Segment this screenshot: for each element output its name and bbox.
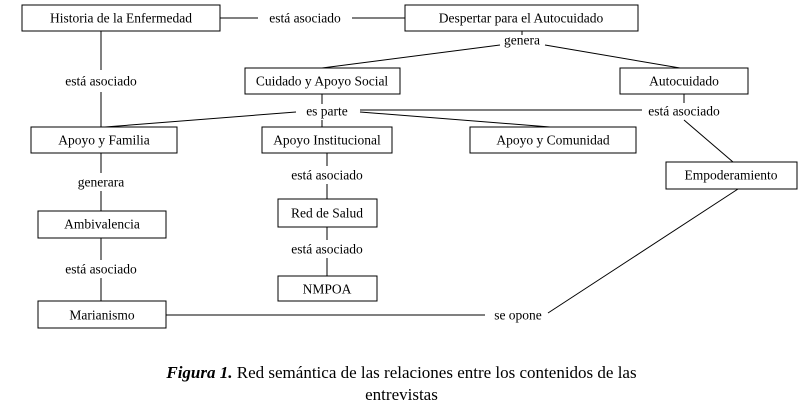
node-cuidado-social: Cuidado y Apoyo Social (256, 74, 389, 89)
node-empoderamiento: Empoderamiento (685, 168, 778, 183)
node-nmpoa: NMPOA (303, 282, 352, 297)
figure-label: Figura 1. (166, 363, 233, 382)
node-autocuidado-box (619, 67, 749, 95)
node-historia: Historia de la Enfermedad (50, 11, 192, 26)
edge-label-ambivalencia-marianismo: está asociado (65, 262, 137, 277)
figure-caption: Figura 1. Red semántica de las relacione… (0, 362, 803, 406)
node-historia-box (21, 4, 221, 32)
caption-line-2: entrevistas (365, 385, 438, 404)
caption-text: Red semántica de las relaciones entre lo… (232, 363, 637, 382)
node-marianismo-box (37, 300, 167, 329)
node-red-salud: Red de Salud (291, 206, 363, 221)
node-autocuidado: Autocuidado (649, 74, 719, 89)
node-red-salud-box (277, 198, 378, 228)
edge-label-historia-despertar: está asociado (269, 11, 341, 26)
edge-genera-autocuidado (544, 44, 681, 69)
edge-label-autocuidado-empoderamiento: está asociado (648, 104, 720, 119)
node-apoyo-institucional: Apoyo Institucional (273, 133, 381, 148)
edge-label-se-opone: se opone (494, 308, 542, 323)
node-ambivalencia: Ambivalencia (64, 217, 140, 232)
edge-label-es-parte: es parte (306, 104, 348, 119)
edge-genera-cuidado (321, 44, 501, 69)
edge-label-genera: genera (504, 33, 540, 48)
edge-label-generara: generara (78, 175, 124, 190)
node-despertar-box (404, 4, 639, 32)
edge-esparte-familia (104, 111, 297, 128)
node-cuidado-social-box (244, 67, 401, 95)
node-despertar: Despertar para el Autocuidado (439, 11, 604, 26)
semantic-network-diagram: Historia de la Enfermedad Despertar para… (21, 4, 798, 329)
node-apoyo-comunidad: Apoyo y Comunidad (496, 133, 609, 148)
node-empoderamiento-box (665, 161, 798, 190)
node-ambivalencia-box (37, 210, 167, 239)
edge-label-historia-familia: está asociado (65, 74, 137, 89)
node-apoyo-familia: Apoyo y Familia (58, 133, 150, 148)
caption-line-1: Figura 1. Red semántica de las relacione… (0, 362, 803, 384)
edge-label-institucional-red: está asociado (291, 168, 363, 183)
node-apoyo-institucional-box (261, 126, 393, 154)
edge-asociado-empoderamiento (683, 119, 734, 163)
node-nmpoa-box (277, 275, 378, 302)
edge-label-red-nmpoa: está asociado (291, 242, 363, 257)
node-apoyo-familia-box (30, 126, 178, 154)
node-apoyo-comunidad-box (469, 126, 637, 154)
edge-esparte-comunidad (359, 111, 551, 128)
node-marianismo: Marianismo (69, 308, 134, 323)
edge-seopone-empoderamiento (547, 188, 739, 314)
